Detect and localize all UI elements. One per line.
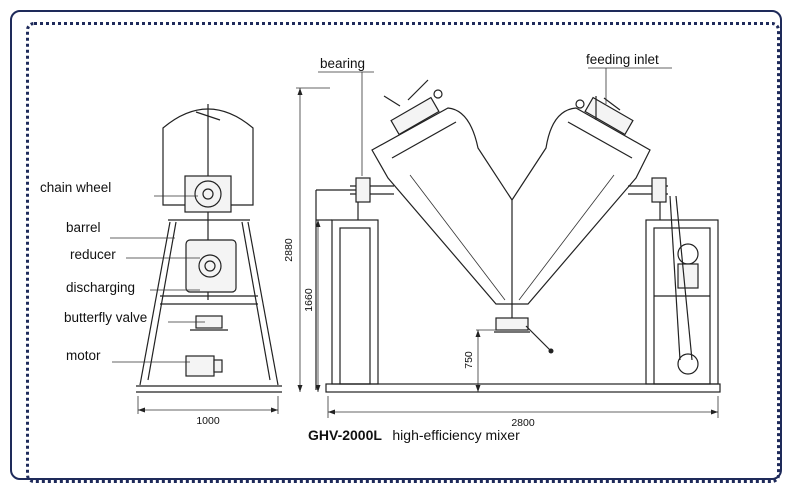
bearing-right	[651, 177, 667, 203]
label-discharging: discharging	[66, 280, 135, 295]
caption-model: GHV-2000L	[308, 427, 382, 443]
dim-total-height: 2880	[283, 238, 295, 262]
chain-wheel-icon	[194, 180, 222, 208]
label-motor: motor	[66, 348, 101, 363]
label-barrel: barrel	[66, 220, 101, 235]
dim-outlet-height: 750	[463, 351, 475, 369]
drive-motor-icon	[677, 353, 699, 375]
label-bearing: bearing	[320, 56, 365, 71]
motor-shape	[185, 355, 215, 377]
label-feeding-inlet: feeding inlet	[586, 52, 659, 67]
label-butterfly-valve: butterfly valve	[64, 310, 147, 325]
v-mixer-body	[371, 107, 651, 305]
outer-border	[10, 10, 782, 480]
label-reducer: reducer	[70, 247, 116, 262]
caption-description: high-efficiency mixer	[392, 427, 520, 443]
front-view	[296, 67, 721, 418]
dotted-border	[26, 22, 780, 483]
outlet-valve	[495, 317, 529, 331]
side-view	[110, 104, 282, 414]
caption: GHV-2000L high-efficiency mixer	[308, 427, 520, 444]
label-chain-wheel: chain wheel	[40, 180, 111, 195]
dim-front-width: 2800	[511, 417, 535, 429]
reducer-box	[185, 239, 237, 293]
bearing-left	[355, 177, 371, 203]
dim-frame-height: 1660	[303, 288, 315, 312]
dim-side-width: 1000	[196, 415, 220, 427]
